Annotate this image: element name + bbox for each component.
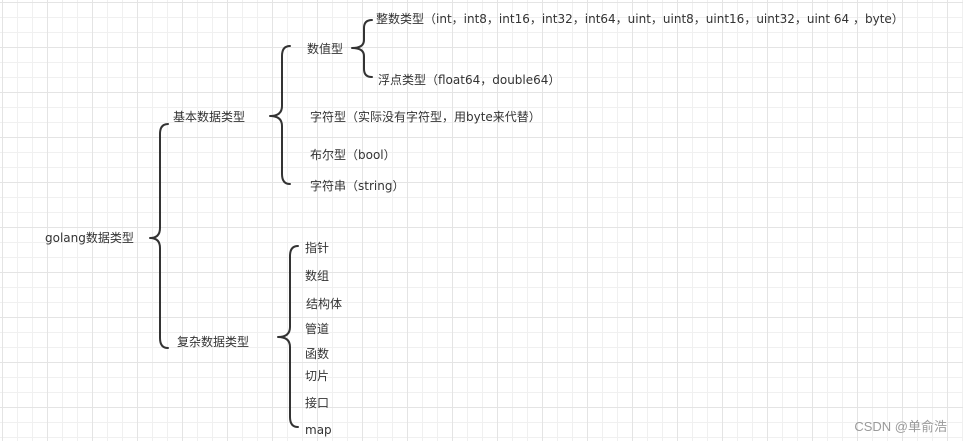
basic-types-label: 基本数据类型 <box>173 110 246 124</box>
char-type-label: 字符型（实际没有字符型，用byte来代替） <box>310 110 541 124</box>
complex-brace <box>277 245 299 428</box>
numeric-label: 数值型 <box>307 42 344 56</box>
complex-item-array: 数组 <box>305 269 330 283</box>
float-types-label: 浮点类型（float64，double64） <box>378 73 561 87</box>
root-label: golang数据类型 <box>45 231 134 245</box>
complex-types-label: 复杂数据类型 <box>177 335 250 349</box>
complex-item-interface: 接口 <box>305 396 330 410</box>
complex-item-map: map <box>305 423 332 437</box>
numeric-brace <box>351 19 373 78</box>
watermark: CSDN @单俞浩 <box>854 419 947 434</box>
complex-item-channel: 管道 <box>305 322 330 336</box>
complex-item-struct: 结构体 <box>306 297 343 311</box>
integer-types-label: 整数类型（int，int8，int16，int32，int64，uint，uin… <box>376 12 904 26</box>
complex-item-pointer: 指针 <box>305 241 330 255</box>
basic-brace <box>269 45 291 185</box>
string-type-label: 字符串（string） <box>310 179 405 193</box>
root-brace <box>149 123 169 349</box>
complex-item-function: 函数 <box>305 347 330 361</box>
complex-item-slice: 切片 <box>305 369 330 383</box>
bool-type-label: 布尔型（bool） <box>310 148 396 162</box>
